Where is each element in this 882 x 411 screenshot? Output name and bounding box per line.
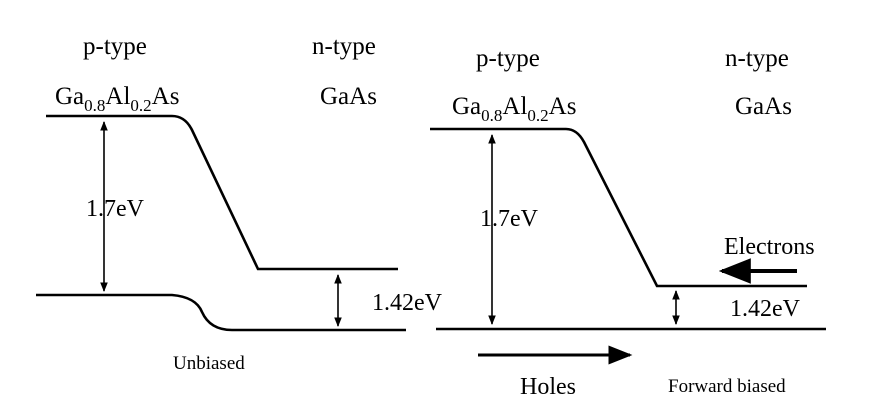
right-n-material-label: GaAs xyxy=(735,93,792,120)
forward-biased-caption: Forward biased xyxy=(668,376,786,397)
forward-biased-panel: p-type n-type Ga0.8Al0.2As GaAs 1.7eV 1.… xyxy=(430,45,826,400)
left-p-type-label: p-type xyxy=(83,33,147,60)
right-narrow-gap-label: 1.42eV xyxy=(730,296,801,322)
left-narrow-gap-label: 1.42eV xyxy=(372,290,443,316)
right-conduction-band xyxy=(430,127,807,288)
right-p-material-label: Ga0.8Al0.2As xyxy=(452,93,576,125)
right-n-type-label: n-type xyxy=(725,45,789,72)
right-wide-gap-label: 1.7eV xyxy=(480,206,539,232)
unbiased-panel: p-type n-type Ga0.8Al0.2As GaAs 1.7eV 1.… xyxy=(36,33,443,374)
holes-label: Holes xyxy=(520,374,576,400)
left-p-material-label: Ga0.8Al0.2As xyxy=(55,83,179,115)
electrons-label: Electrons xyxy=(724,234,815,260)
left-valence-band xyxy=(36,293,406,332)
left-conduction-band xyxy=(46,114,398,271)
left-n-material-label: GaAs xyxy=(320,83,377,110)
unbiased-caption: Unbiased xyxy=(173,353,245,374)
left-wide-gap-label: 1.7eV xyxy=(86,196,145,222)
left-n-type-label: n-type xyxy=(312,33,376,60)
right-p-type-label: p-type xyxy=(476,45,540,72)
